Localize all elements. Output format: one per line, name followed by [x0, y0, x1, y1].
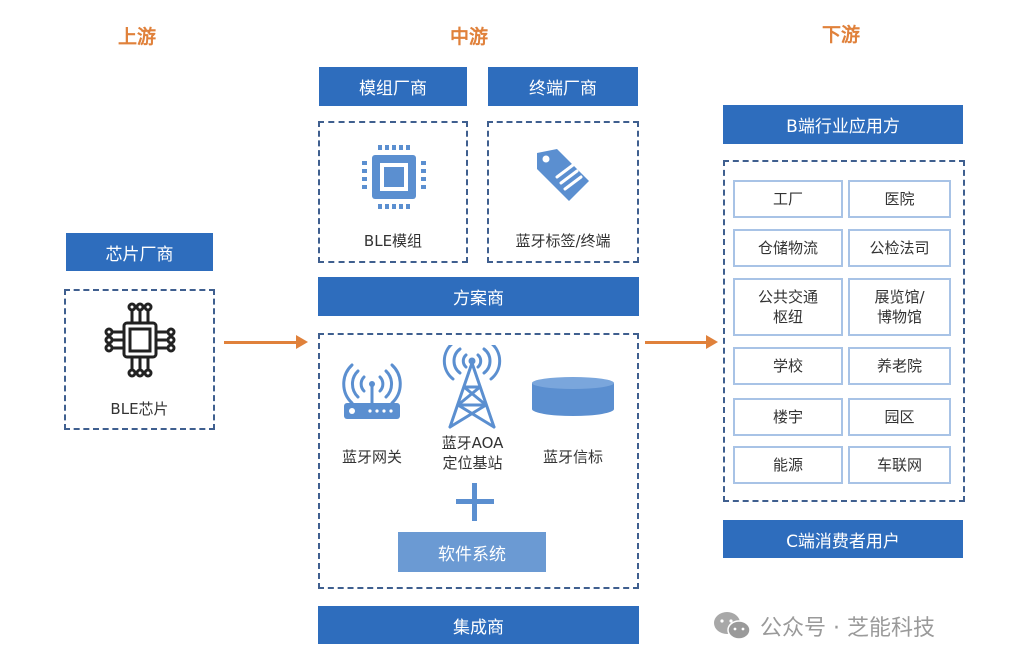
industry-cell: 医院 — [848, 180, 951, 218]
industry-cell: 楼宇 — [733, 398, 843, 436]
beacon-label: 蓝牙信标 — [542, 448, 603, 466]
wechat-icon — [714, 612, 751, 640]
module-chip-icon — [362, 145, 426, 209]
industries-box — [723, 160, 965, 502]
devices-box: 蓝牙网关 蓝牙AOA 定位基站 蓝牙信标 软件系统 — [318, 333, 639, 589]
c-end-header: C端消费者用户 — [723, 520, 963, 558]
industry-cell: 学校 — [733, 347, 843, 385]
industry-cell: 能源 — [733, 446, 843, 484]
industry-cell: 车联网 — [848, 446, 951, 484]
industry-cell: 仓储物流 — [733, 229, 843, 267]
beacon-icon — [532, 377, 614, 416]
industry-cell: 公共交通 枢纽 — [733, 278, 843, 336]
stage-midstream: 中游 — [450, 26, 489, 48]
industry-cell: 园区 — [848, 398, 951, 436]
plus-icon — [456, 483, 494, 521]
terminal-vendor-header: 终端厂商 — [488, 67, 638, 106]
router-icon — [342, 363, 402, 419]
ble-module-box: BLE模组 — [318, 121, 468, 263]
stage-upstream: 上游 — [118, 26, 157, 48]
ble-chip-label: BLE芯片 — [110, 400, 169, 418]
watermark: 公众号 · 芝能科技 — [712, 610, 935, 642]
ble-module-label: BLE模组 — [363, 232, 423, 250]
ble-chip-box: BLE芯片 — [64, 289, 215, 430]
industry-cell: 养老院 — [848, 347, 951, 385]
aoa-label-line1: 蓝牙AOA — [441, 434, 504, 452]
aoa-label-line2: 定位基站 — [442, 454, 503, 472]
industry-cell: 工厂 — [733, 180, 843, 218]
arrow-upstream-to-midstream — [224, 335, 308, 349]
solution-provider-header: 方案商 — [318, 277, 639, 316]
chip-vendor-header: 芯片厂商 — [66, 233, 213, 271]
bluetooth-tag-label: 蓝牙标签/终端 — [515, 232, 611, 250]
b-end-header: B端行业应用方 — [723, 105, 963, 144]
aoa-base-station-label: 蓝牙AOA 定位基站 — [425, 433, 520, 473]
antenna-tower-icon — [442, 345, 502, 429]
cpu-chip-icon — [104, 302, 176, 378]
industry-cell: 展览馆/ 博物馆 — [848, 278, 951, 336]
tag-icon — [537, 149, 589, 201]
industry-cell: 公检法司 — [848, 229, 951, 267]
software-system-box: 软件系统 — [398, 532, 546, 572]
watermark-text: 公众号 · 芝能科技 — [760, 616, 935, 641]
stage-downstream: 下游 — [822, 24, 861, 46]
arrow-midstream-to-downstream — [645, 335, 718, 349]
module-vendor-header: 模组厂商 — [319, 67, 467, 106]
bluetooth-tag-box: 蓝牙标签/终端 — [487, 121, 639, 263]
gateway-label: 蓝牙网关 — [341, 448, 402, 466]
integrator-header: 集成商 — [318, 606, 639, 644]
